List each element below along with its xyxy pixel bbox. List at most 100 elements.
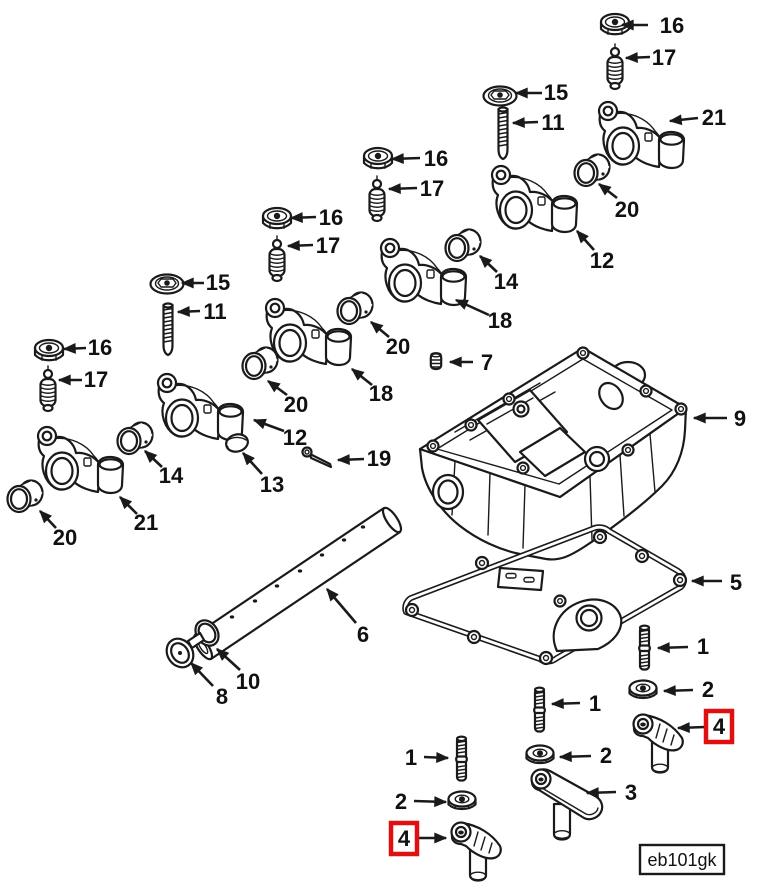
callout-arrow <box>144 450 163 468</box>
stud-1 <box>455 735 468 782</box>
head-bolt-holes <box>426 346 688 475</box>
callout-arrow <box>656 642 689 654</box>
callout-17: 17 <box>624 45 676 70</box>
callout-arrow <box>413 796 448 808</box>
callout-17: 17 <box>57 367 108 392</box>
callout-arrow <box>370 321 390 338</box>
stud-1 <box>638 624 651 671</box>
callout-number: 18 <box>488 308 512 333</box>
callout-arrow <box>676 722 706 734</box>
nut-2 <box>447 790 477 811</box>
callout-20: 20 <box>597 182 639 222</box>
rocker-arm-21 <box>36 425 125 495</box>
callout-arrow <box>668 114 699 126</box>
callout-arrow <box>662 685 694 697</box>
callout-arrow <box>336 454 365 466</box>
rocker-arm-12 <box>490 164 579 234</box>
bushing-20 <box>6 479 44 514</box>
callout-14: 14 <box>144 450 184 488</box>
callout-number: 4 <box>713 714 726 739</box>
callout-number: 21 <box>702 105 726 130</box>
callout-13: 13 <box>242 452 284 497</box>
callout-1: 1 <box>405 745 450 770</box>
shaft-oil-holes <box>229 525 366 619</box>
nut-2 <box>525 744 555 765</box>
lever-4 <box>632 713 684 774</box>
callout-number: 9 <box>734 406 746 431</box>
callout-arrow <box>576 230 595 251</box>
callout-arrow <box>585 787 617 799</box>
plug-8 <box>165 631 206 669</box>
callout-number: 6 <box>357 622 369 647</box>
callout-arrow <box>216 648 241 671</box>
stud-1 <box>533 686 546 733</box>
callout-number: 14 <box>159 463 184 488</box>
rocker-arm-12 <box>156 372 245 442</box>
callout-arrow <box>350 367 373 387</box>
callout-arrow <box>387 183 418 195</box>
callout-arrow <box>62 343 87 354</box>
gasket-bolt-holes <box>404 529 688 666</box>
bushing-14 <box>444 228 482 263</box>
callout-arrow <box>242 452 263 475</box>
callout-arrow <box>511 117 539 128</box>
flange-bolt-15 <box>482 85 518 107</box>
callout-arrow <box>479 255 498 273</box>
callout-number: 7 <box>481 350 493 375</box>
callout-arrow <box>423 752 450 763</box>
callout-4: 4 <box>676 708 735 745</box>
callout-number: 1 <box>589 691 601 716</box>
callout-number: 8 <box>216 684 228 709</box>
callout-14: 14 <box>479 255 519 294</box>
screw-11 <box>497 106 509 161</box>
callout-number: 18 <box>369 381 393 406</box>
gasket-5 <box>402 524 688 666</box>
rocker-arm-21 <box>597 100 686 170</box>
callout-arrow <box>624 52 651 63</box>
callout-1: 1 <box>656 634 709 659</box>
callout-20: 20 <box>370 321 410 359</box>
callout-number: 12 <box>590 248 614 273</box>
hex-nut-16 <box>33 338 65 362</box>
callout-number: 12 <box>283 425 307 450</box>
callout-arrow <box>252 418 285 433</box>
callout-16: 16 <box>620 13 684 38</box>
callout-number: 2 <box>702 677 714 702</box>
callout-7: 7 <box>448 350 493 375</box>
screw-11 <box>162 302 174 357</box>
callout-number: 17 <box>652 45 676 70</box>
callout-number: 5 <box>730 570 742 595</box>
bushing-20 <box>241 346 279 381</box>
callout-arrow <box>558 751 592 763</box>
callout-number: 21 <box>134 510 158 535</box>
callout-1: 1 <box>550 691 601 716</box>
callout-16: 16 <box>390 146 448 171</box>
shaft-6 <box>192 506 403 661</box>
callout-arrow <box>550 698 581 710</box>
callout-number: 1 <box>405 745 417 770</box>
callout-5: 5 <box>690 570 742 595</box>
callout-number: 10 <box>236 669 260 694</box>
flange-bolt-15 <box>149 273 185 295</box>
callout-19: 19 <box>336 446 391 471</box>
cap-13 <box>225 433 249 453</box>
callout-number: 11 <box>203 299 226 324</box>
adjusting-screw-17 <box>368 174 386 223</box>
callout-21: 21 <box>119 496 158 535</box>
callout-number: 13 <box>260 472 284 497</box>
nut-2 <box>628 679 658 700</box>
callout-arrow <box>597 182 618 200</box>
callout-number: 17 <box>420 176 444 201</box>
callout-2: 2 <box>558 743 612 768</box>
callout-arrow <box>190 662 214 687</box>
callout-number: 2 <box>395 789 407 814</box>
callout-8: 8 <box>190 662 228 709</box>
callout-number: 16 <box>660 13 684 38</box>
adjusting-screw-17 <box>606 42 624 91</box>
bushing-20 <box>573 153 611 188</box>
adjusting-screw-17 <box>39 364 57 413</box>
hex-nut-16 <box>261 206 293 230</box>
callout-12: 12 <box>576 230 614 273</box>
